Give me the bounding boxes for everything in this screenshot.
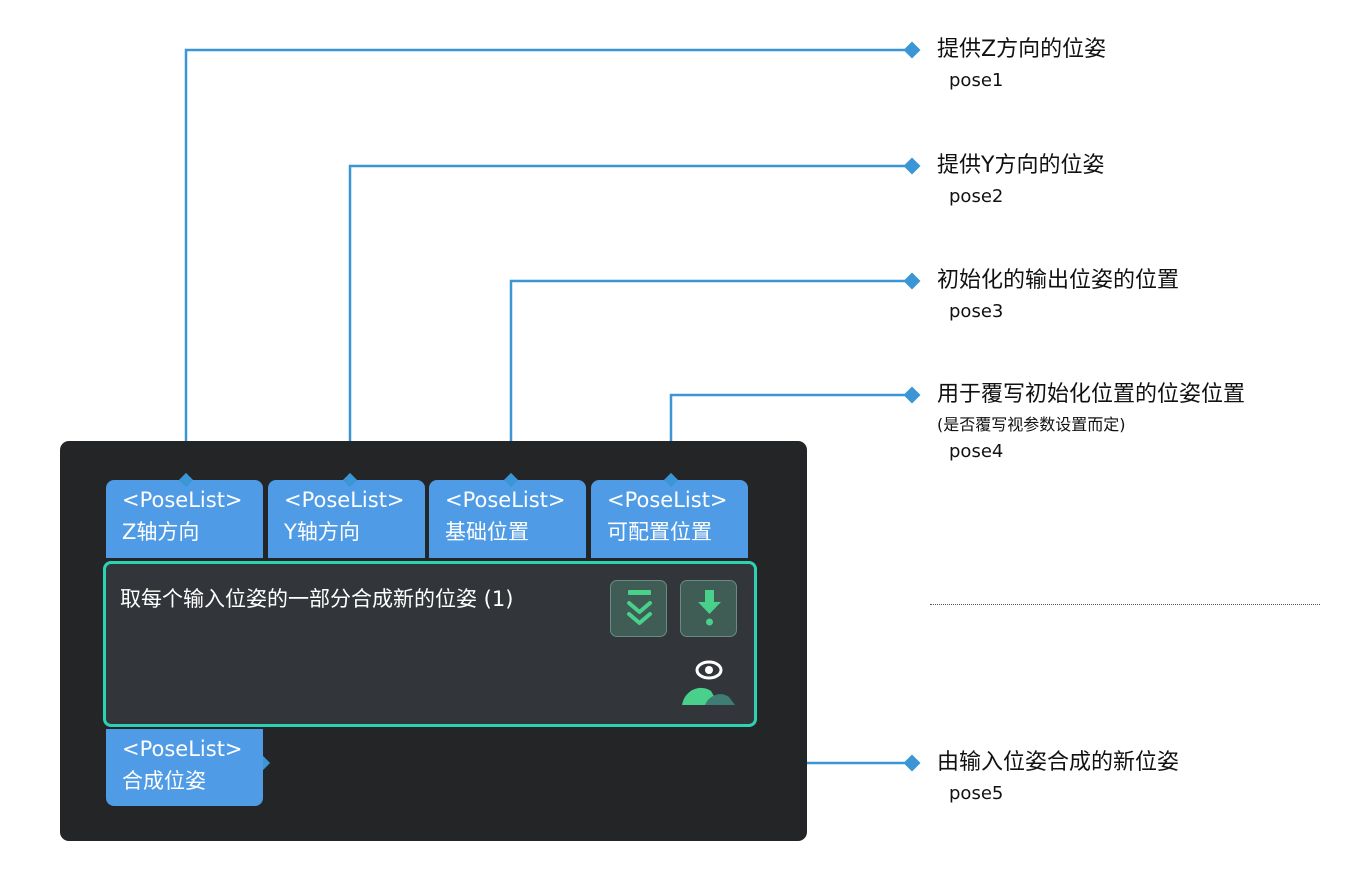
annotation-id: pose5 [949,783,1004,804]
port-type-label: <PoseList> [122,488,243,512]
port-type-label: <PoseList> [445,488,566,512]
port-type-label: <PoseList> [607,488,728,512]
annotation-pose2: 提供Y方向的位姿 pose2 [937,151,1104,209]
annotation-text: 提供Z方向的位姿 [937,37,1107,62]
connector-line-pose2 [348,164,912,480]
download-button[interactable] [680,580,737,637]
connector-end-diamond [903,157,921,175]
connector-end-diamond [903,386,921,404]
port-name-label: Z轴方向 [122,520,200,544]
port-type-label: <PoseList> [122,737,243,761]
annotation-pose4: 用于覆写初始化位置的位姿位置 (是否覆写视参数设置而定) pose4 [937,380,1245,464]
double-chevron-down-icon [627,590,652,625]
connector-line-pose3 [509,279,912,480]
port-anchor-diamond [178,472,194,488]
connector-line-pose1 [184,48,912,480]
annotation-text: 用于覆写初始化位置的位姿位置 [937,382,1246,407]
port-anchor-diamond [503,472,519,488]
port-anchor-diamond [663,472,679,488]
annotation-text: 由输入位姿合成的新位姿 [937,750,1180,775]
port-name-label: 可配置位置 [607,520,712,544]
connector-end-diamond [903,272,921,290]
port-name-label: Y轴方向 [284,520,360,544]
annotation-pose1: 提供Z方向的位姿 pose1 [937,35,1106,93]
annotation-text: 初始化的输出位姿的位置 [937,268,1180,293]
connector-end-diamond [903,41,921,59]
annotation-pose3: 初始化的输出位姿的位置 pose3 [937,266,1179,324]
annotation-id: pose1 [949,70,1004,91]
annotation-pose5: 由输入位姿合成的新位姿 pose5 [937,748,1179,806]
output-port-composed-pose[interactable]: <PoseList> 合成位姿 [106,729,263,806]
download-arrow-icon [698,590,721,626]
input-port-z-axis[interactable]: <PoseList> Z轴方向 [106,480,263,558]
annotation-text: 提供Y方向的位姿 [937,153,1105,178]
input-port-base-position[interactable]: <PoseList> 基础位置 [429,480,586,558]
annotation-note: (是否覆写视参数设置而定) [937,415,1126,434]
input-port-configurable-position[interactable]: <PoseList> 可配置位置 [591,480,748,558]
collapse-button[interactable] [610,580,667,637]
eye-user-icon[interactable] [679,657,737,707]
annotation-id: pose3 [949,301,1004,322]
node-title: 取每个输入位姿的一部分合成新的位姿 (1) [120,587,514,611]
port-type-label: <PoseList> [284,488,405,512]
connector-end-diamond [903,754,921,772]
port-name-label: 基础位置 [445,520,529,544]
annotation-id: pose2 [949,186,1004,207]
port-anchor-diamond [342,472,358,488]
dotted-divider [930,604,1320,605]
input-port-y-axis[interactable]: <PoseList> Y轴方向 [268,480,425,558]
port-name-label: 合成位姿 [122,769,206,793]
annotation-id: pose4 [949,441,1004,462]
